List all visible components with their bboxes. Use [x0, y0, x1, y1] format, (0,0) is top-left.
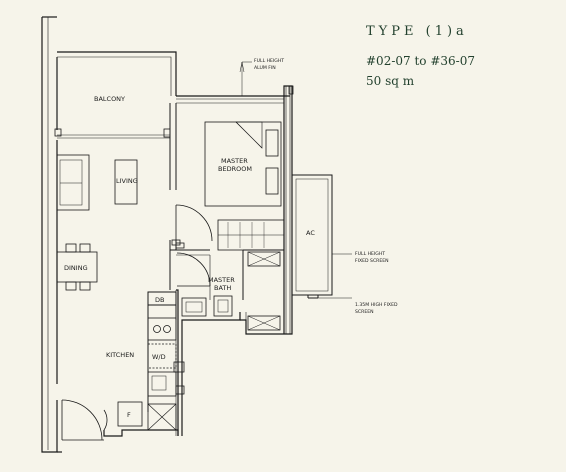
high-screen-note-line2: SCREEN [355, 309, 374, 315]
annotation-notes: FULL HEIGHT ALUM FIN FULL HEIGHT FIXED S… [254, 58, 398, 315]
room-labels: BALCONY LIVING DINING KITCHEN MASTER BED… [64, 95, 315, 419]
unit-number-range: #02-07 to #36-07 [366, 54, 475, 68]
master-bath-label-line1: MASTER [208, 276, 235, 284]
windows [176, 85, 294, 334]
dining-label: DINING [64, 264, 88, 272]
ac-label: AC [306, 229, 315, 237]
balcony-label: BALCONY [94, 95, 125, 103]
living-label: LIVING [116, 177, 138, 185]
doors [61, 204, 213, 441]
master-bath-label-line2: BATH [214, 284, 231, 292]
unit-type-title: TYPE (1)a [366, 24, 468, 39]
master-bedroom-label-line1: MASTER [221, 157, 248, 165]
bedroom-furniture [204, 121, 285, 251]
unit-area: 50 sq m [366, 74, 415, 88]
fixed-screen-note-line2: FIXED SCREEN [355, 258, 389, 264]
fixed-screen-note-line1: FULL HEIGHT [355, 251, 385, 257]
master-bedroom-label-line2: BEDROOM [218, 165, 252, 173]
interior-walls [147, 103, 284, 412]
kitchen-label: KITCHEN [106, 351, 134, 359]
db-label: DB [155, 296, 164, 304]
bathroom-fixtures [181, 251, 281, 331]
exterior-walls [41, 16, 293, 453]
wd-label: W/D [152, 353, 166, 361]
kitchen-fixtures [117, 317, 177, 431]
fridge-label: F [127, 411, 131, 419]
annotation-leaders [239, 61, 352, 299]
high-screen-note-line1: 1.35M HIGH FIXED [355, 302, 398, 308]
alum-fin-note-line1: FULL HEIGHT [254, 58, 284, 64]
alum-fin-note-line2: ALUM FIN [254, 65, 276, 71]
ac-ledge [291, 174, 333, 299]
living-furniture [56, 154, 138, 291]
